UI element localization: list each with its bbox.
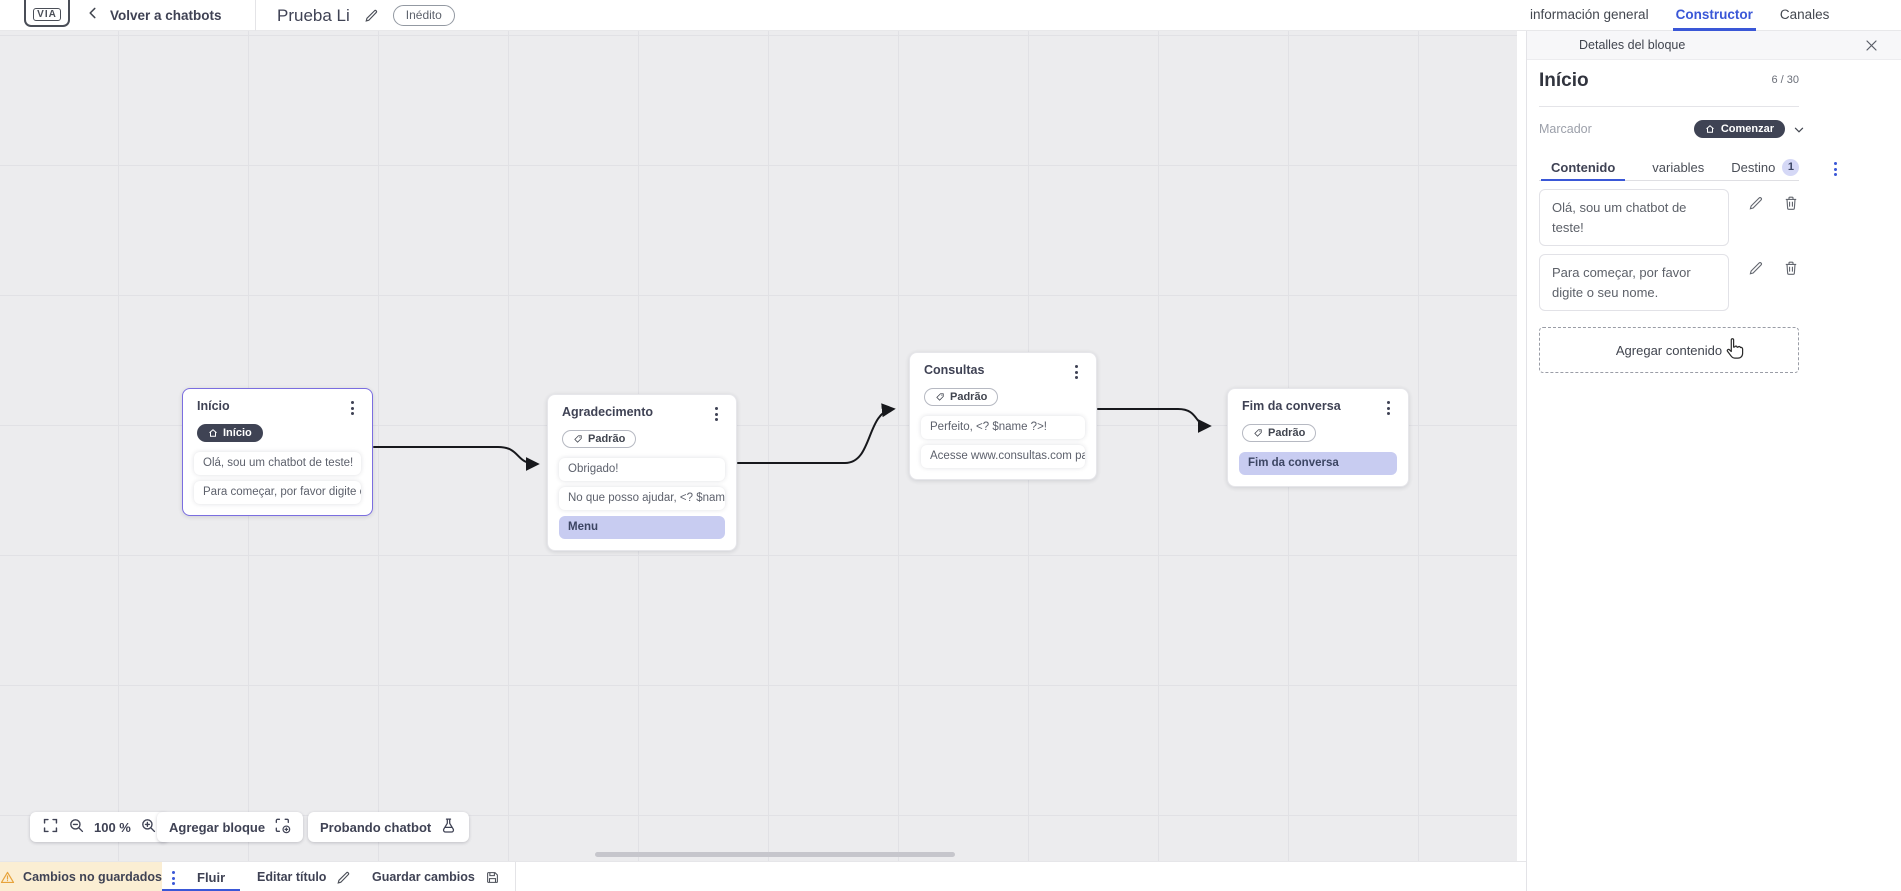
block-menu-icon[interactable] bbox=[347, 399, 358, 417]
block-title: Agradecimento bbox=[562, 405, 653, 419]
add-block-icon bbox=[274, 817, 291, 837]
flow-tab-underline bbox=[162, 889, 240, 891]
char-counter: 6 / 30 bbox=[1771, 74, 1799, 86]
back-label: Volver a chatbots bbox=[110, 8, 222, 23]
app-logo: VIA bbox=[24, 0, 70, 27]
tag-icon bbox=[936, 393, 944, 401]
block-name-heading: Início bbox=[1539, 70, 1589, 91]
close-icon[interactable] bbox=[1864, 38, 1879, 53]
tab-fluir[interactable]: Fluir bbox=[197, 869, 226, 885]
block-message-item[interactable]: Acesse www.consultas.com par... bbox=[921, 445, 1085, 468]
block-end-item[interactable]: Fim da conversa bbox=[1239, 452, 1397, 475]
top-bar: VIA Volver a chatbots Prueba Li Inédito … bbox=[0, 0, 1901, 31]
block-message-item[interactable]: Obrigado! bbox=[559, 458, 725, 481]
block-agradecimento[interactable]: Agradecimento Padrão Obrigado! No que po… bbox=[547, 394, 737, 551]
panel-title: Detalles del bloque bbox=[1579, 38, 1686, 52]
back-to-chatbots-button[interactable]: Volver a chatbots bbox=[86, 0, 222, 31]
fullscreen-icon[interactable] bbox=[42, 817, 59, 837]
save-changes-button[interactable]: Guardar cambios bbox=[372, 862, 500, 891]
default-badge: Padrão bbox=[562, 430, 637, 448]
pencil-icon bbox=[337, 871, 350, 884]
start-badge: Início bbox=[197, 424, 263, 442]
panel-tabs: Contenido variables Destino 1 bbox=[1539, 155, 1837, 181]
delete-content-icon[interactable] bbox=[1783, 195, 1799, 211]
zoom-out-icon[interactable] bbox=[68, 817, 85, 837]
block-message-item[interactable]: Perfeito, <? $name ?>! bbox=[921, 416, 1085, 439]
marker-dropdown[interactable]: Comenzar bbox=[1693, 120, 1785, 138]
content-card[interactable]: Olá, sou um chatbot de teste! bbox=[1539, 189, 1729, 246]
horizontal-scrollbar[interactable] bbox=[595, 852, 955, 857]
panel-divider bbox=[1539, 106, 1799, 107]
panel-menu-icon[interactable] bbox=[1830, 160, 1841, 178]
flask-icon bbox=[440, 817, 457, 837]
content-row: Olá, sou um chatbot de teste! bbox=[1539, 189, 1799, 246]
block-menu-icon[interactable] bbox=[711, 405, 722, 423]
home-icon bbox=[1705, 125, 1714, 133]
add-content-button[interactable]: Agregar contenido bbox=[1539, 327, 1799, 373]
status-badge: Inédito bbox=[392, 5, 455, 26]
tab-constructor[interactable]: Constructor bbox=[1672, 0, 1756, 31]
bottom-bar: Cambios no guardados Fluir Editar título… bbox=[0, 861, 1526, 891]
flow-menu-icon[interactable] bbox=[168, 869, 179, 887]
tab-variables[interactable]: variables bbox=[1652, 159, 1705, 175]
warning-icon bbox=[0, 871, 15, 883]
block-message-item[interactable]: Olá, sou um chatbot de teste! bbox=[194, 452, 361, 475]
header-divider bbox=[255, 0, 256, 31]
default-badge: Padrão bbox=[1242, 424, 1317, 442]
block-message-item[interactable]: Para começar, por favor digite o ... bbox=[194, 481, 361, 504]
tab-informacion-general[interactable]: información general bbox=[1530, 6, 1649, 22]
tag-icon bbox=[574, 435, 582, 443]
home-icon bbox=[209, 429, 217, 437]
block-title: Fim da conversa bbox=[1242, 399, 1341, 413]
content-card[interactable]: Para começar, por favor digite o seu nom… bbox=[1539, 254, 1729, 311]
block-consultas[interactable]: Consultas Padrão Perfeito, <? $name ?>! … bbox=[909, 352, 1097, 480]
block-details-panel: Detalles del bloque Início 6 / 30 Marcad… bbox=[1526, 31, 1901, 891]
block-menu-icon[interactable] bbox=[1071, 363, 1082, 381]
delete-content-icon[interactable] bbox=[1783, 260, 1799, 276]
block-title: Início bbox=[197, 399, 230, 413]
flow-title-group: Prueba Li Inédito bbox=[277, 0, 455, 31]
header-tabs: información general Constructor Canales bbox=[1527, 0, 1832, 31]
block-menu-item[interactable]: Menu bbox=[559, 516, 725, 539]
chevron-down-icon[interactable] bbox=[1793, 123, 1805, 135]
edit-content-icon[interactable] bbox=[1748, 260, 1764, 276]
zoom-in-icon[interactable] bbox=[140, 817, 157, 837]
zoom-toolbar: 100 % bbox=[30, 812, 169, 842]
test-chatbot-button[interactable]: Probando chatbot bbox=[308, 812, 470, 842]
edit-title-icon[interactable] bbox=[364, 8, 379, 23]
destination-count-badge: 1 bbox=[1782, 158, 1800, 176]
tag-icon bbox=[1254, 429, 1262, 437]
block-title: Consultas bbox=[924, 363, 985, 377]
default-badge: Padrão bbox=[924, 388, 999, 406]
zoom-level: 100 % bbox=[94, 819, 131, 835]
block-inicio[interactable]: Início Início Olá, sou um chatbot de tes… bbox=[182, 388, 373, 516]
edit-content-icon[interactable] bbox=[1748, 195, 1764, 211]
page-title: Prueba Li bbox=[277, 5, 350, 25]
tab-canales[interactable]: Canales bbox=[1779, 6, 1830, 22]
unsaved-changes-chip: Cambios no guardados bbox=[0, 862, 162, 891]
flow-canvas[interactable]: Início Início Olá, sou um chatbot de tes… bbox=[0, 31, 1517, 861]
chevron-left-icon bbox=[86, 6, 100, 25]
footer-divider bbox=[515, 862, 516, 891]
tab-contenido[interactable]: Contenido bbox=[1541, 155, 1626, 181]
add-block-button[interactable]: Agregar bloque bbox=[157, 812, 304, 842]
block-menu-icon[interactable] bbox=[1383, 399, 1394, 417]
block-message-item[interactable]: No que posso ajudar, <? $name ... bbox=[559, 487, 725, 510]
panel-header: Detalles del bloque bbox=[1527, 31, 1901, 60]
save-icon bbox=[486, 871, 498, 883]
content-row: Para começar, por favor digite o seu nom… bbox=[1539, 254, 1799, 311]
edit-title-button[interactable]: Editar título bbox=[257, 862, 351, 891]
block-fim-da-conversa[interactable]: Fim da conversa Padrão Fim da conversa bbox=[1227, 388, 1409, 487]
tab-destino[interactable]: Destino 1 bbox=[1731, 155, 1800, 181]
marker-label: Marcador bbox=[1539, 122, 1592, 136]
